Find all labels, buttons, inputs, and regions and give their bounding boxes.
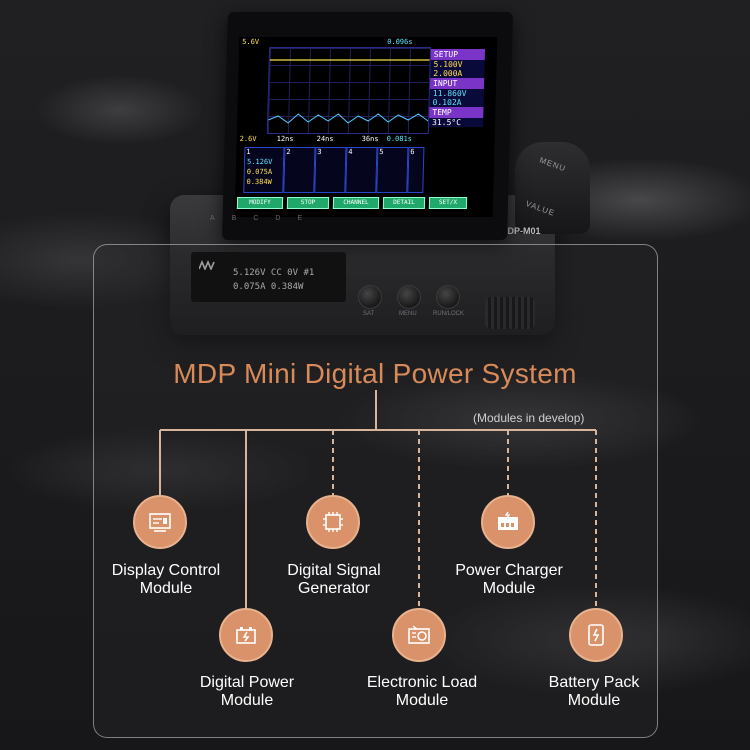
lcd-screen-frame: 5.6V 0.096s SETUP 5.100V 2.000A INPUT 11… xyxy=(222,12,513,240)
oled-line-2: 0.075A 0.384W xyxy=(233,282,304,292)
scope-traces xyxy=(267,59,430,124)
sat-knob[interactable] xyxy=(358,285,382,309)
modules-in-develop-note: (Modules in develop) xyxy=(473,411,585,425)
info-panel xyxy=(93,244,658,738)
battery-icon xyxy=(219,608,273,662)
menu-knob[interactable] xyxy=(397,285,421,309)
lcd-display: 5.6V 0.096s SETUP 5.100V 2.000A INPUT 11… xyxy=(234,37,498,217)
panel-letters: ABCDE xyxy=(210,215,320,222)
model-label: MDP-M01 xyxy=(500,226,541,236)
oled-display: 5.126V CC 0V #1 0.075A 0.384W xyxy=(191,252,346,302)
charger-icon xyxy=(481,495,535,549)
brand-logo xyxy=(199,260,215,270)
oled-line-1: 5.126V CC 0V #1 xyxy=(233,268,315,278)
headline: MDP Mini Digital Power System xyxy=(173,358,577,389)
scope-grid xyxy=(266,47,432,134)
side-control-module: MENU VALUE xyxy=(515,142,590,234)
scroll-wheel[interactable] xyxy=(485,297,535,329)
run-lock-knob[interactable] xyxy=(436,285,460,309)
run-lock-knob-label: RUN/LOCK xyxy=(433,311,465,317)
battery-pack-icon xyxy=(569,608,623,662)
chip-icon xyxy=(306,495,360,549)
sat-knob-label: SAT xyxy=(363,311,375,317)
menu-knob-label: MENU xyxy=(399,311,417,317)
display-icon xyxy=(133,495,187,549)
load-icon xyxy=(392,608,446,662)
